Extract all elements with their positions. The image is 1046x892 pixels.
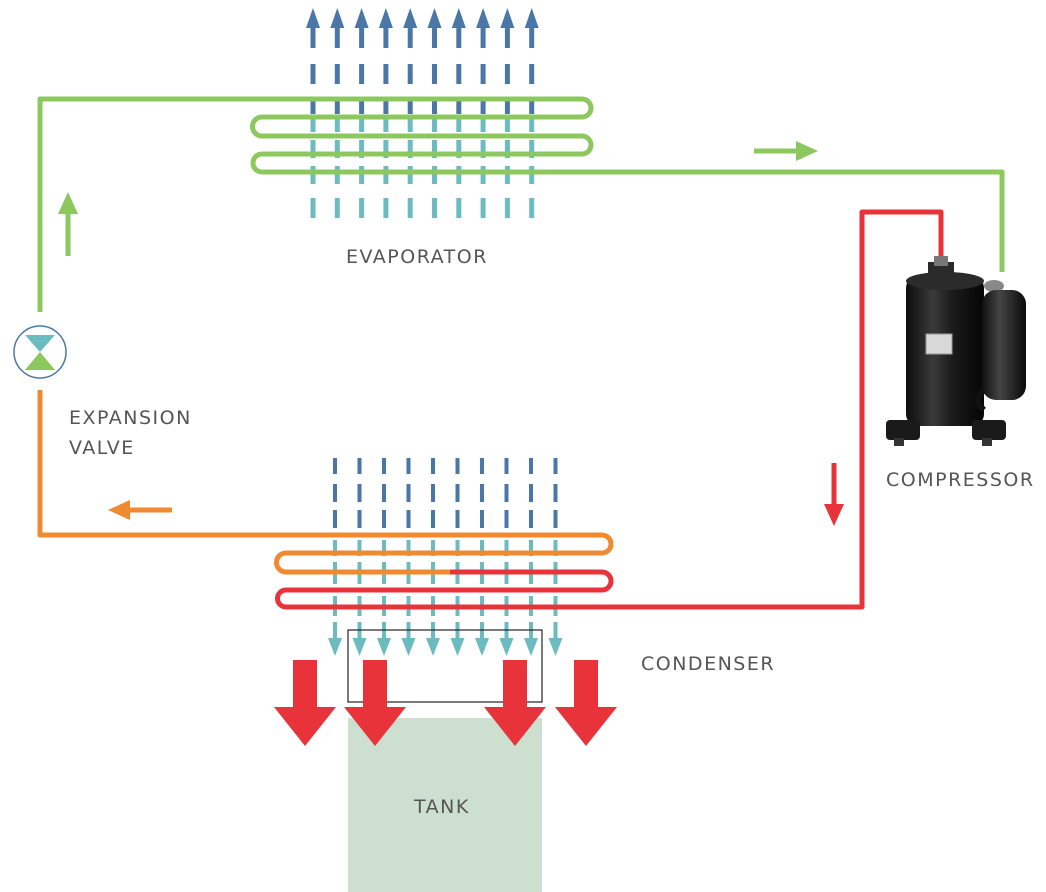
heat-arrow <box>484 660 546 746</box>
low-pressure-pipe <box>37 96 1005 312</box>
airflow-down-arrow <box>377 458 391 656</box>
arrow-right-icon <box>754 141 818 161</box>
evaporator-airflow <box>306 8 539 218</box>
airflow-up-arrow <box>476 8 491 218</box>
airflow-down-arrow <box>426 458 440 656</box>
airflow-up-arrow <box>354 8 369 218</box>
airflow-up-arrow <box>524 8 539 218</box>
condenser-airflow <box>328 458 563 656</box>
condenser-label: CONDENSER <box>641 653 775 675</box>
airflow-up-arrow <box>403 8 418 218</box>
tank <box>348 718 542 892</box>
expansion-valve-label-line2: VALVE <box>69 437 135 459</box>
airflow-up-arrow <box>378 8 393 218</box>
airflow-up-arrow <box>451 8 466 218</box>
airflow-down-arrow <box>524 458 538 656</box>
airflow-down-arrow <box>475 458 489 656</box>
airflow-down-arrow <box>499 458 514 656</box>
arrow-down-icon <box>824 463 844 526</box>
compressor-label: COMPRESSOR <box>886 469 1035 491</box>
condenser-coil <box>37 209 944 610</box>
airflow-up-arrow <box>500 8 515 218</box>
airflow-down-arrow <box>328 458 342 656</box>
heat-arrow <box>344 660 406 746</box>
hot-gas-pipe <box>275 209 944 610</box>
heat-arrow <box>555 660 617 746</box>
airflow-down-arrow <box>548 458 563 656</box>
airflow-up-arrow <box>427 8 442 218</box>
expansion-valve-label-line1: EXPANSION <box>69 407 192 429</box>
airflow-up-arrow <box>330 8 345 218</box>
flow-arrows <box>58 141 844 526</box>
tank-label: TANK <box>413 796 470 818</box>
heat-arrows <box>274 660 617 746</box>
arrow-left-icon <box>108 500 172 520</box>
airflow-down-arrow <box>352 458 367 656</box>
airflow-down-arrow <box>450 458 465 656</box>
expansion-valve-icon <box>13 325 67 379</box>
airflow-up-arrow <box>306 8 320 218</box>
compressor-icon <box>886 256 1026 446</box>
liquid-pipe <box>37 390 614 575</box>
arrow-up-icon <box>58 192 78 256</box>
airflow-down-arrow <box>401 458 416 656</box>
evaporator-label: EVAPORATOR <box>346 246 488 268</box>
condenser-box <box>347 629 543 703</box>
heat-arrow <box>274 660 336 746</box>
